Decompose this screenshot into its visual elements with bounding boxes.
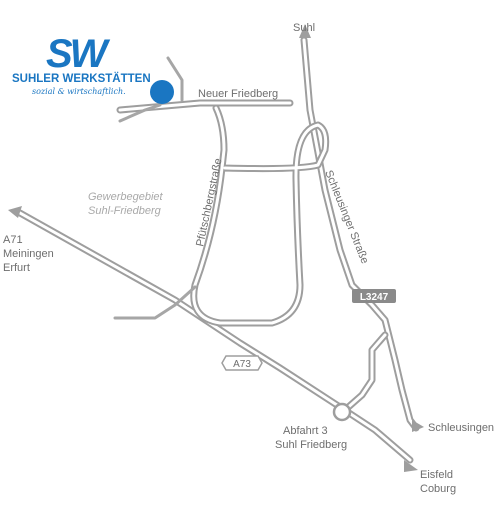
- location-marker[interactable]: [150, 80, 174, 104]
- interchange-roundabout: [332, 402, 352, 422]
- motorway-a73: [16, 209, 414, 464]
- label-coburg: Coburg: [420, 483, 456, 495]
- brand-tagline: sozial & wirtschaftlich.: [32, 87, 126, 96]
- brand-logo: SW SUHLER WERKSTÄTTEN sozial & wirtschaf…: [12, 32, 151, 96]
- shield-a73: A73: [221, 355, 263, 371]
- road-loop: [190, 104, 330, 327]
- label-neuer-friedberg: Neuer Friedberg: [198, 88, 278, 100]
- brand-name: SUHLER WERKSTÄTTEN: [12, 72, 151, 85]
- shield-l3247-text: L3247: [360, 292, 389, 303]
- arrow-suhl-icon: [299, 24, 311, 38]
- label-abfahrt: Abfahrt 3: [283, 425, 328, 437]
- label-erfurt: Erfurt: [3, 262, 30, 274]
- shield-l3247: L3247: [352, 289, 396, 303]
- road-spur-nw: [118, 103, 162, 123]
- label-gewerbegebiet-sub: Suhl-Friedberg: [88, 205, 162, 217]
- label-eisfeld: Eisfeld: [420, 469, 453, 481]
- label-a71: A71: [3, 234, 23, 246]
- label-gewerbegebiet: Gewerbegebiet: [88, 191, 164, 203]
- arrow-eisfeld-icon: [404, 460, 418, 472]
- road-spur-west: [113, 285, 197, 320]
- label-meiningen: Meiningen: [3, 248, 54, 260]
- label-suhl-friedberg: Suhl Friedberg: [275, 439, 347, 451]
- arrow-schleusingen-icon: [412, 420, 424, 432]
- road-exit-connector: [341, 331, 389, 414]
- road-neuer-friedberg: [116, 99, 294, 114]
- shield-a73-text: A73: [233, 359, 251, 370]
- label-suhl: Suhl: [293, 22, 315, 34]
- logo-mark: SW: [46, 32, 111, 76]
- label-schleusingen: Schleusingen: [428, 422, 494, 434]
- arrow-a71-icon: [8, 206, 22, 218]
- road-spur-north: [166, 56, 184, 102]
